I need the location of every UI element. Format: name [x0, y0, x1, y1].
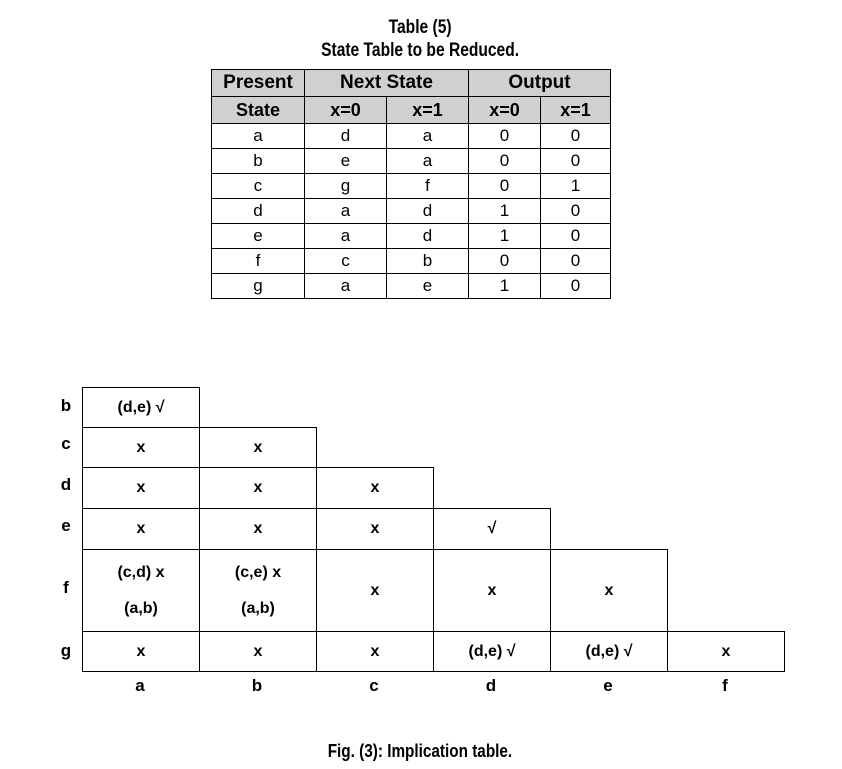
header-out-x1: x=1 — [540, 96, 611, 124]
implication-cell: √ — [433, 508, 551, 550]
state-cell: g — [211, 273, 305, 299]
state-cell: 1 — [540, 173, 611, 199]
state-cell: a — [386, 123, 469, 149]
implication-cell: (c,e) x(a,b) — [199, 549, 317, 632]
implication-cell: (d,e) √ — [82, 387, 200, 428]
implication-cell: x — [316, 631, 434, 672]
state-cell: 0 — [468, 148, 541, 174]
implication-cell: x — [316, 467, 434, 509]
table-subtitle: State Table to be Reduced. — [321, 40, 520, 61]
header-output: Output — [468, 69, 611, 97]
state-cell: a — [211, 123, 305, 149]
state-cell: b — [386, 248, 469, 274]
implication-cell: x — [199, 427, 317, 468]
implication-cell: (c,d) x(a,b) — [82, 549, 200, 632]
implication-row-label: d — [60, 475, 72, 494]
implication-cell: x — [199, 467, 317, 509]
state-cell: e — [386, 273, 469, 299]
state-cell: e — [211, 223, 305, 249]
state-cell: 1 — [468, 198, 541, 224]
state-cell: b — [211, 148, 305, 174]
implication-row-label: g — [60, 641, 72, 660]
implication-cell: x — [550, 549, 668, 632]
state-cell: 0 — [540, 148, 611, 174]
state-cell: f — [386, 173, 469, 199]
state-cell: 0 — [468, 123, 541, 149]
state-cell: 0 — [540, 198, 611, 224]
implication-col-label: c — [369, 676, 379, 695]
figure-caption: Fig. (3): Implication table. — [327, 741, 513, 761]
state-cell: 0 — [540, 123, 611, 149]
implication-cell: x — [316, 508, 434, 550]
state-cell: a — [386, 148, 469, 174]
state-cell: a — [304, 198, 387, 224]
implication-col-label: e — [603, 676, 613, 695]
state-cell: d — [386, 223, 469, 249]
state-cell: d — [386, 198, 469, 224]
implication-cell: x — [82, 427, 200, 468]
header-present: Present — [211, 69, 305, 97]
state-cell: 0 — [540, 223, 611, 249]
implication-row-label: f — [63, 578, 69, 597]
state-cell: d — [304, 123, 387, 149]
state-cell: 0 — [468, 248, 541, 274]
table-title: Table (5) — [388, 17, 452, 38]
implication-col-label: f — [722, 676, 728, 695]
implication-col-label: b — [251, 676, 263, 695]
state-cell: a — [304, 273, 387, 299]
state-cell: g — [304, 173, 387, 199]
implication-cell: (d,e) √ — [550, 631, 668, 672]
implication-row-label: c — [61, 434, 71, 453]
implication-cell: x — [199, 631, 317, 672]
header-next-x0: x=0 — [304, 96, 387, 124]
state-cell: 1 — [468, 223, 541, 249]
implication-cell: x — [199, 508, 317, 550]
header-state: State — [211, 96, 305, 124]
header-next-x1: x=1 — [386, 96, 469, 124]
state-cell: e — [304, 148, 387, 174]
implication-col-label: d — [485, 676, 497, 695]
state-table: Present Next State Output State x=0 x=1 … — [211, 69, 611, 299]
implication-cell: (d,e) √ — [433, 631, 551, 672]
implication-row-label: b — [60, 396, 72, 415]
implication-cell: x — [667, 631, 785, 672]
implication-cell: x — [82, 631, 200, 672]
header-next-state: Next State — [304, 69, 469, 97]
state-cell: a — [304, 223, 387, 249]
state-cell: 0 — [468, 173, 541, 199]
state-cell: 0 — [540, 248, 611, 274]
state-cell: c — [211, 173, 305, 199]
state-cell: c — [304, 248, 387, 274]
implication-col-label: a — [135, 676, 145, 695]
state-cell: 1 — [468, 273, 541, 299]
implication-cell: x — [433, 549, 551, 632]
implication-cell: x — [316, 549, 434, 632]
state-cell: 0 — [540, 273, 611, 299]
state-cell: d — [211, 198, 305, 224]
header-out-x0: x=0 — [468, 96, 541, 124]
implication-cell: x — [82, 508, 200, 550]
implication-cell: x — [82, 467, 200, 509]
state-cell: f — [211, 248, 305, 274]
implication-row-label: e — [61, 516, 71, 535]
